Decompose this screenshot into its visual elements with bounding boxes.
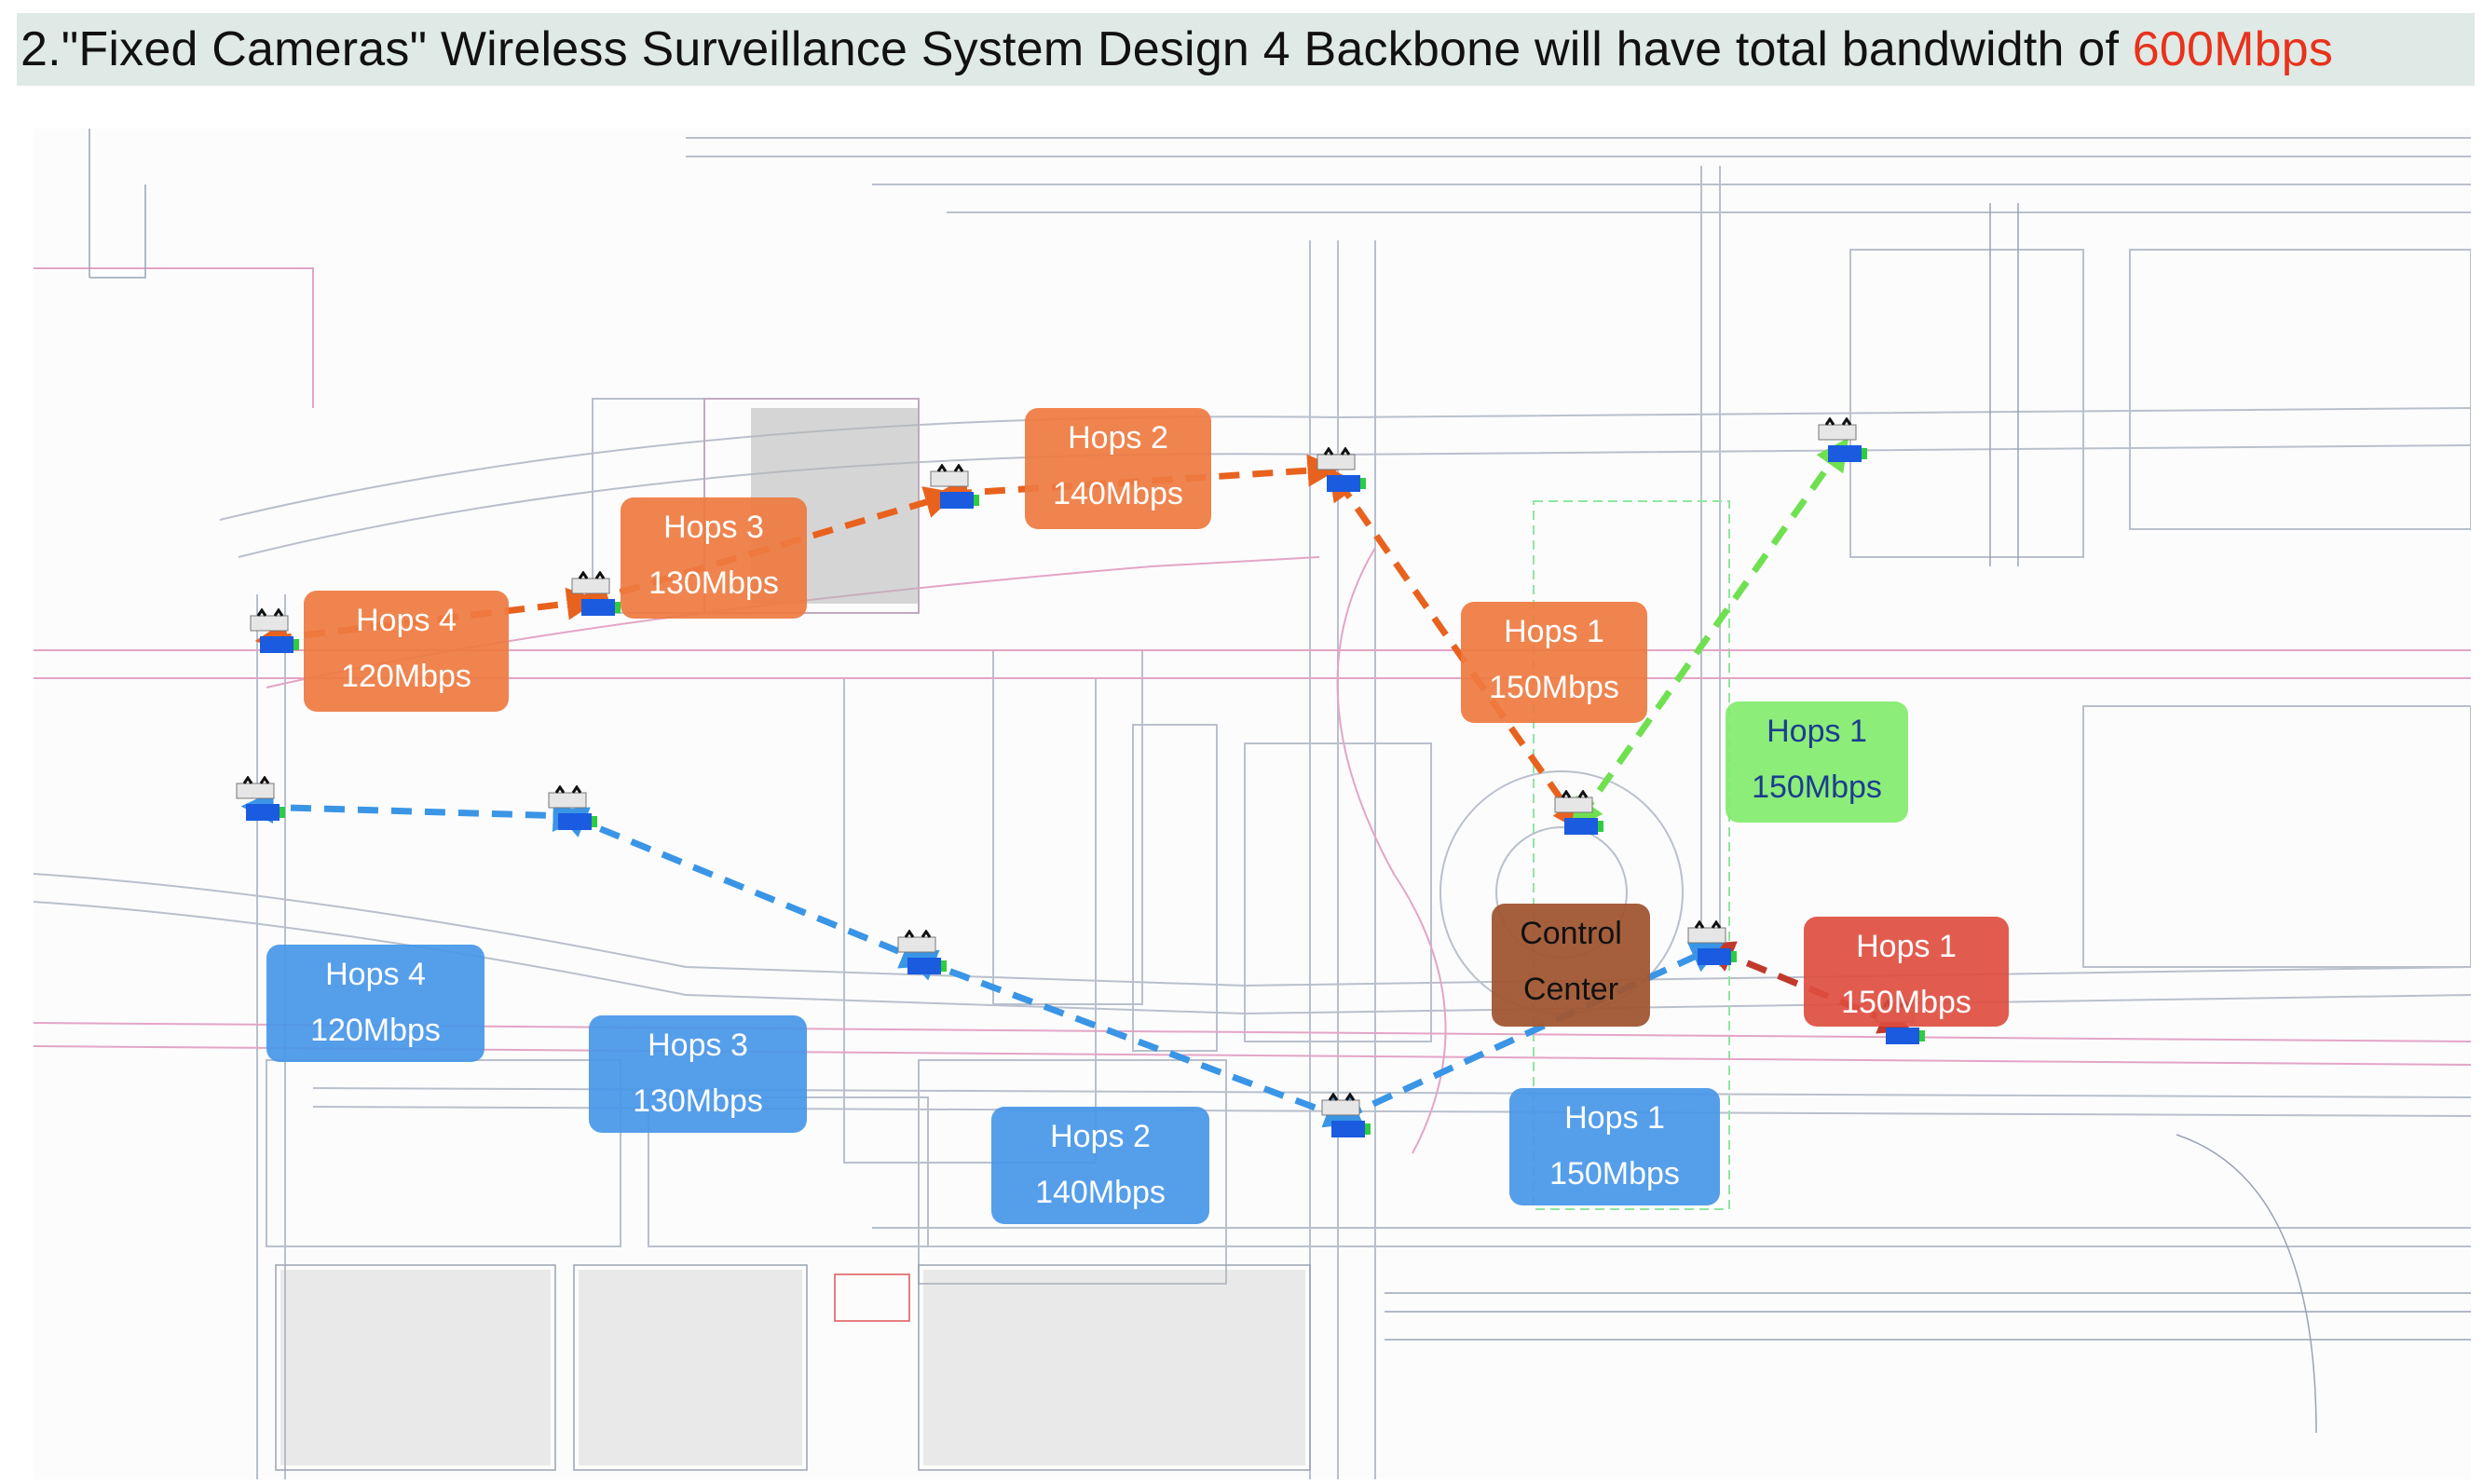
link-line (1328, 467, 1586, 834)
camera-node-icon (243, 607, 303, 664)
camera-node-icon (891, 929, 950, 986)
link-line (903, 949, 1358, 1128)
camera-node-icon (1681, 919, 1740, 976)
link-layer (240, 437, 1913, 1128)
camera-node-icon (541, 784, 601, 841)
camera-node-icon (1548, 789, 1607, 846)
link-line (240, 791, 586, 832)
link-line (1570, 437, 1849, 832)
page-title: 2."Fixed Cameras" Wireless Surveillance … (20, 22, 2333, 76)
camera-node-icon (923, 463, 983, 520)
title-bandwidth-value: 600Mbps (2132, 22, 2334, 76)
title-prefix: 2."Fixed Cameras" Wireless Surveillance … (20, 22, 2133, 76)
title-bar: 2."Fixed Cameras" Wireless Surveillance … (17, 13, 2475, 86)
camera-node-icon (565, 570, 624, 627)
link-line (553, 807, 935, 969)
camera-node-icon (1811, 416, 1871, 473)
camera-node-icon (1315, 1092, 1374, 1149)
camera-node-icon (229, 775, 289, 832)
camera-node-icon (1310, 446, 1370, 503)
